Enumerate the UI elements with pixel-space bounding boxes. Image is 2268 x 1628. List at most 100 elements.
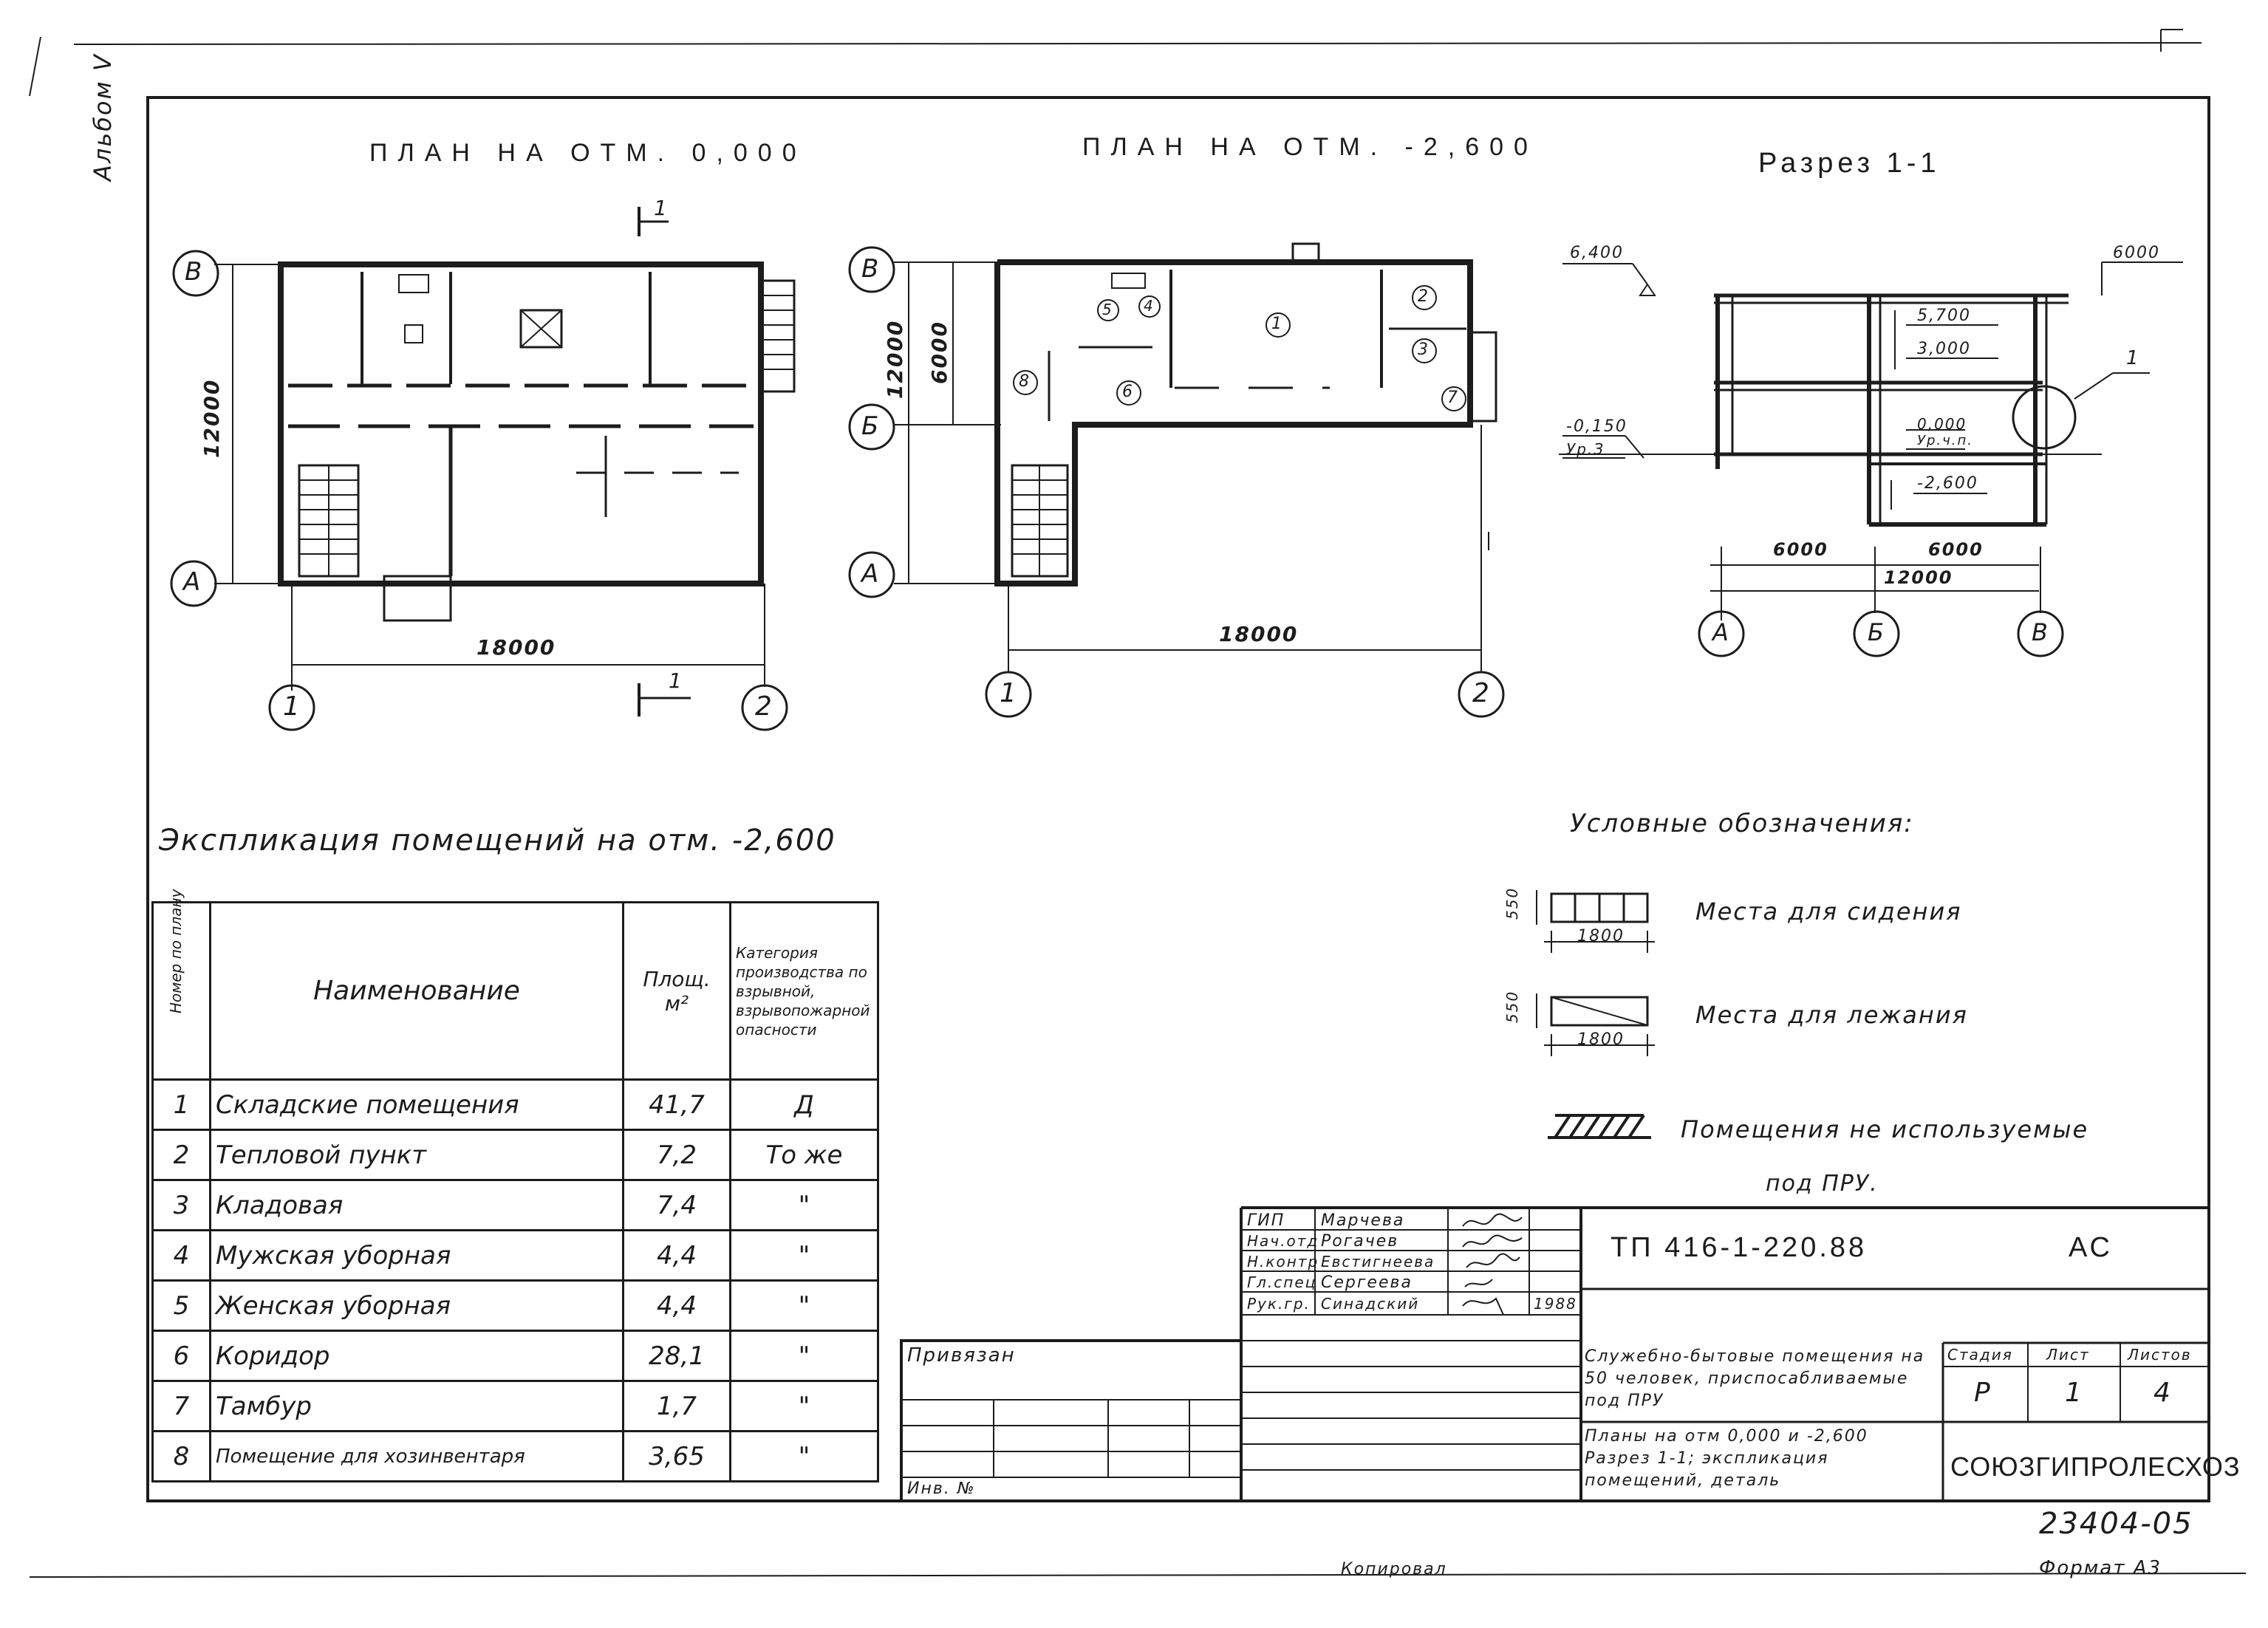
stage-value: Р [1974,1378,1992,1408]
row-category: " [729,1179,879,1231]
signer-name-1: Рогачев [1321,1232,1399,1251]
level-5700: 5,700 [1917,307,1971,325]
legend-lie-width: 1800 [1577,1030,1625,1049]
table-row: 6 Коридор 28,1 " [151,1330,879,1382]
legend-lie-height: 550 [1503,990,1521,1023]
section-dim-right: 6000 [1928,539,1984,560]
legend-unused-text: Помещения не используемые [1681,1115,2089,1143]
row-area: 4,4 [622,1279,731,1332]
section-title: Разрез 1-1 [1758,148,1941,179]
row-num: 6 [151,1330,211,1382]
row-name: Кладовая [209,1179,624,1231]
signature-marks [1459,1211,1526,1321]
row-num: 1 [151,1078,211,1131]
sheet-value: 1 [2065,1378,2083,1408]
section-axis-B: В [2032,618,2049,646]
plan2-room-4: 4 [1144,297,1155,315]
legend-seat-text: Места для сидения [1695,897,1962,926]
row-category: " [729,1430,879,1482]
section-axis-A: А [1712,618,1730,646]
sheets-value: 4 [2153,1378,2172,1408]
header-category: Категория производства по взрывной, взры… [729,901,879,1081]
section-dim-left: 6000 [1773,539,1828,560]
table-row: 1 Складские помещения 41,7 Д [151,1078,879,1131]
plan2-axis-B: В [861,254,881,284]
legend-seat-width: 1800 [1577,927,1625,945]
organization: СОЮЗГИПРОЛЕСХОЗ [1950,1451,2241,1482]
row-area: 1,7 [622,1380,731,1432]
plan1-dim-width: 18000 [477,635,556,660]
section-axis-Б: Б [1868,618,1885,646]
copied-by: Копировал [1341,1560,1447,1579]
row-num: 4 [151,1229,211,1282]
legend-title: Условные обозначения: [1570,809,1914,838]
legend-seat-height: 550 [1503,886,1521,920]
header-name: Наименование [209,901,624,1081]
plan2-room-6: 6 [1122,383,1134,401]
plan2-axis-A: А [861,559,881,589]
row-category: " [729,1279,879,1332]
explication-table: Номер по плану Наименование Площ. м² Кат… [151,889,879,1482]
row-area: 3,65 [622,1430,731,1482]
legend-unused-text-2: под ПРУ. [1766,1171,1879,1197]
row-name: Тамбур [209,1380,624,1432]
format-label: Формат А3 [2039,1557,2162,1579]
sheet-label: Лист [2046,1346,2090,1364]
level-3000: 3,000 [1917,340,1971,358]
level-minus-0150: -0,150 [1566,417,1627,436]
row-name: Коридор [209,1330,624,1382]
section-dim-total: 12000 [1884,567,1953,588]
level-6400: 6,400 [1570,244,1624,262]
table-row: 4 Мужская уборная 4,4 " [151,1229,879,1282]
inv-label: Инв. № [907,1480,976,1498]
table-row: 3 Кладовая 7,4 " [151,1179,879,1231]
sheet-content: Планы на отм 0,000 и -2,600 Разрез 1-1; … [1585,1427,1868,1490]
row-name: Складские помещения [209,1078,624,1131]
row-category: " [729,1229,879,1282]
document-code: ТП 416-1-220.88 [1611,1232,1868,1263]
row-category: То же [729,1129,879,1181]
signer-role-4: Рук.гр. [1247,1295,1311,1313]
row-name: Тепловой пункт [209,1129,624,1181]
row-num: 3 [151,1179,211,1231]
header-area: Площ. м² [622,901,731,1081]
level-ground: Ур.З [1566,440,1605,458]
header-num: Номер по плану [151,889,211,1081]
plan2-axis-1: 1 [1000,678,1018,708]
signer-role-3: Гл.спец [1247,1273,1317,1291]
plan1-cut-mark-bottom: 1 [669,668,683,693]
plan2-dim-total: 12000 [883,319,907,399]
plan2-axis-Б: Б [861,411,881,441]
signer-name-0: Марчева [1321,1211,1405,1230]
inventory-number: 23404-05 [2039,1507,2193,1541]
plan1-title: ПЛАН НА ОТМ. 0,000 [369,139,807,167]
year: 1988 [1534,1295,1577,1313]
plan1-dim-height: 12000 [199,378,224,458]
privyazan-label: Привязан [907,1344,1016,1367]
row-area: 4,4 [622,1229,731,1282]
table-row: 7 Тамбур 1,7 " [151,1380,879,1432]
plan1-axis-1: 1 [283,691,301,722]
plan2-dim-width: 18000 [1219,622,1299,646]
plan1-axis-B: В [185,257,204,287]
row-category: " [729,1380,879,1432]
table-row: 2 Тепловой пункт 7,2 То же [151,1129,879,1181]
plan1-cut-mark-top: 1 [654,196,669,220]
row-name: Помещение для хозинвентаря [209,1430,624,1482]
table-row: 8 Помещение для хозинвентаря 3,65 " [151,1430,879,1482]
signer-name-3: Сергеева [1321,1273,1413,1292]
row-num: 5 [151,1279,211,1332]
plan2-room-7: 7 [1447,389,1459,407]
stage-label: Стадия [1947,1346,2013,1364]
level-0000: 0,000 [1917,415,1967,433]
row-name: Мужская уборная [209,1229,624,1282]
table-row: 5 Женская уборная 4,4 " [151,1279,879,1332]
plan1-axis-A: А [183,567,202,597]
document-description: Служебно-бытовые помещения на 50 человек… [1585,1347,1925,1410]
row-area: 7,4 [622,1179,731,1231]
row-num: 8 [151,1430,211,1482]
row-area: 7,2 [622,1129,731,1181]
signer-role-1: Нач.отд [1247,1232,1319,1250]
document-mark: АС [2069,1232,2113,1263]
signer-role-0: ГИП [1247,1211,1285,1230]
